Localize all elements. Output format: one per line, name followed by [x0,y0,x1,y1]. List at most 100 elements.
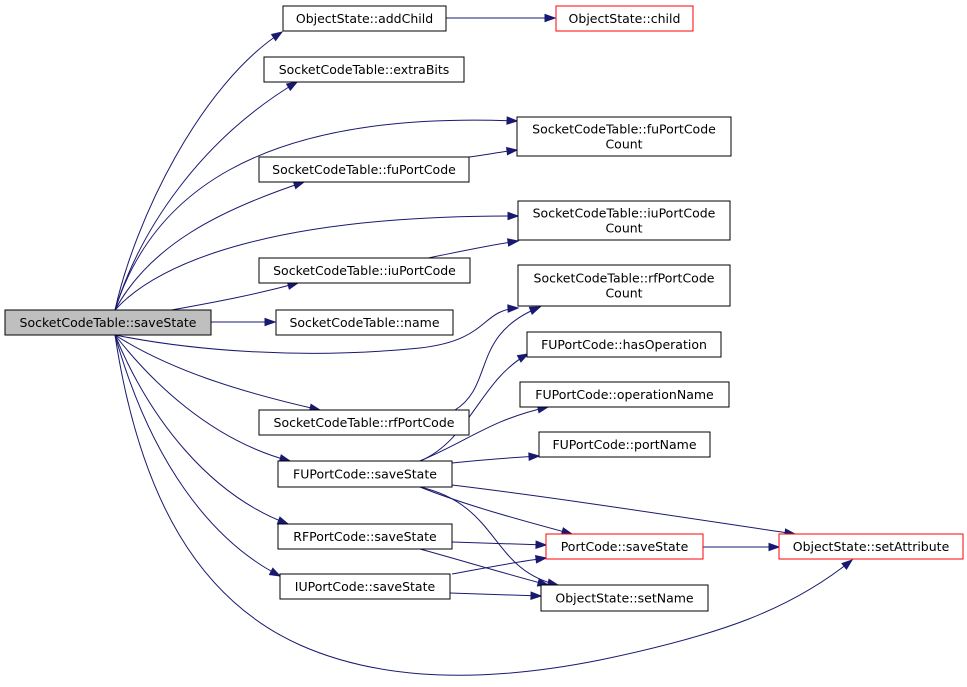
edge-savestate_main-to-extrabits [114,81,299,311]
arrowhead [507,304,520,313]
node-fusavestate[interactable]: FUPortCode::saveState [277,460,453,488]
node-operationname[interactable]: FUPortCode::operationName [519,381,730,408]
node-box [517,264,731,307]
node-portname[interactable]: FUPortCode::portName [538,431,711,458]
edge-fusavestate-to-portname [451,452,541,464]
arrowhead [507,211,520,221]
node-box [538,431,711,458]
arrowhead [530,591,543,600]
edge-line [171,282,299,311]
edge-line [114,334,291,462]
arrowhead [268,567,282,577]
edge-savestate_main-to-iuportcodecount [114,211,520,311]
arrowhead [270,31,284,42]
edge-line [451,484,796,535]
call-graph-edges [114,13,854,676]
edge-rfsavestate-to-portcodesavestate [451,540,548,549]
node-box [282,5,447,32]
edge-savestate_main-to-setattribute [114,334,854,676]
arrowhead [841,559,854,570]
edge-iuportcode-to-iuportcodecount [427,238,520,259]
arrowhead [506,146,519,156]
edge-line [419,486,559,586]
node-label: ObjectState::child [569,11,681,26]
edge-line [114,31,283,311]
edge-line [114,334,321,411]
node-box [517,200,731,241]
node-child[interactable]: ObjectState::child [555,5,694,32]
edge-fusavestate-to-hasoperation [419,353,530,462]
edge-savestate_main-to-iusavestate [114,334,282,577]
node-label: FUPortCode::portName [552,437,696,452]
node-iusavestate[interactable]: IUPortCode::saveState [279,573,451,600]
node-rfportcode[interactable]: SocketCodeTable::rfPortCode [258,409,470,436]
edge-line [419,548,549,586]
node-portcodesavestate[interactable]: PortCode::saveState [545,533,704,560]
edge-line [427,240,519,259]
node-label: ObjectState::addChild [296,11,433,26]
node-label: SocketCodeTable::name [289,315,439,330]
node-fuportcode[interactable]: SocketCodeTable::fuPortCode [258,156,470,183]
node-label: Count [605,286,642,301]
edge-rfportcode-to-rfportcodecount [454,306,542,411]
call-graph-nodes: SocketCodeTable::saveState ObjectState::a… [4,5,964,612]
node-label: Count [605,221,642,236]
node-iuportcode[interactable]: SocketCodeTable::iuPortCode [258,257,471,284]
arrowhead [285,81,299,92]
edge-savestate_main-to-iuportcode [171,281,300,311]
node-extrabits[interactable]: SocketCodeTable::extraBits [263,56,465,83]
arrowhead [768,542,781,552]
node-label: FUPortCode::hasOperation [541,337,707,352]
arrowhead [528,306,542,315]
edge-fusavestate-to-setattribute [451,484,797,537]
node-box [258,156,470,183]
arrowhead [506,116,519,125]
edge-line [114,215,519,311]
edge-iusavestate-to-setname [449,591,543,600]
edge-fuportcode-to-fuportcodecount [468,146,519,158]
node-label: SocketCodeTable::fuPortCode [272,162,456,177]
edge-line [454,306,541,411]
edge-line [114,334,853,676]
node-setname[interactable]: ObjectState::setName [540,584,709,612]
node-rfsavestate[interactable]: RFPortCode::saveState [277,523,453,550]
edge-savestate_main-to-fusavestate [114,334,292,463]
node-label: SocketCodeTable::rfPortCode [274,415,455,430]
node-addchild[interactable]: ObjectState::addChild [282,5,447,32]
arrowhead [535,540,548,549]
node-box [279,573,451,600]
node-box [778,533,964,560]
node-box [258,257,471,284]
node-label: SocketCodeTable::fuPortCode [532,122,716,137]
node-box [275,309,454,336]
edge-line [449,592,542,597]
node-label: SocketCodeTable::rfPortCode [534,271,715,286]
node-box [277,523,453,550]
edge-savestate_main-to-fuportcodecount [114,116,519,311]
node-label: FUPortCode::operationName [535,387,714,402]
edge-line [114,119,518,311]
edge-savestate_main-to-name [211,317,277,327]
node-setattribute[interactable]: ObjectState::setAttribute [778,533,964,560]
node-label: SocketCodeTable::extraBits [279,62,450,77]
node-label: SocketCodeTable::iuPortCode [273,263,456,278]
node-box [526,331,722,358]
node-name[interactable]: SocketCodeTable::name [275,309,454,336]
node-hasoperation[interactable]: FUPortCode::hasOperation [526,331,722,358]
edge-line [419,353,529,462]
edge-line [114,307,519,354]
node-label: ObjectState::setAttribute [793,539,950,554]
node-label: PortCode::saveState [561,539,689,554]
node-box [516,116,732,157]
edge-addchild-to-child [446,13,557,23]
arrowhead [535,555,548,564]
node-box [519,381,730,408]
edge-savestate_main-to-rfsavestate [114,334,290,525]
edge-line [114,334,289,525]
node-savestate_main[interactable]: SocketCodeTable::saveState [4,309,212,336]
edge-line [114,181,305,311]
node-box [545,533,704,560]
